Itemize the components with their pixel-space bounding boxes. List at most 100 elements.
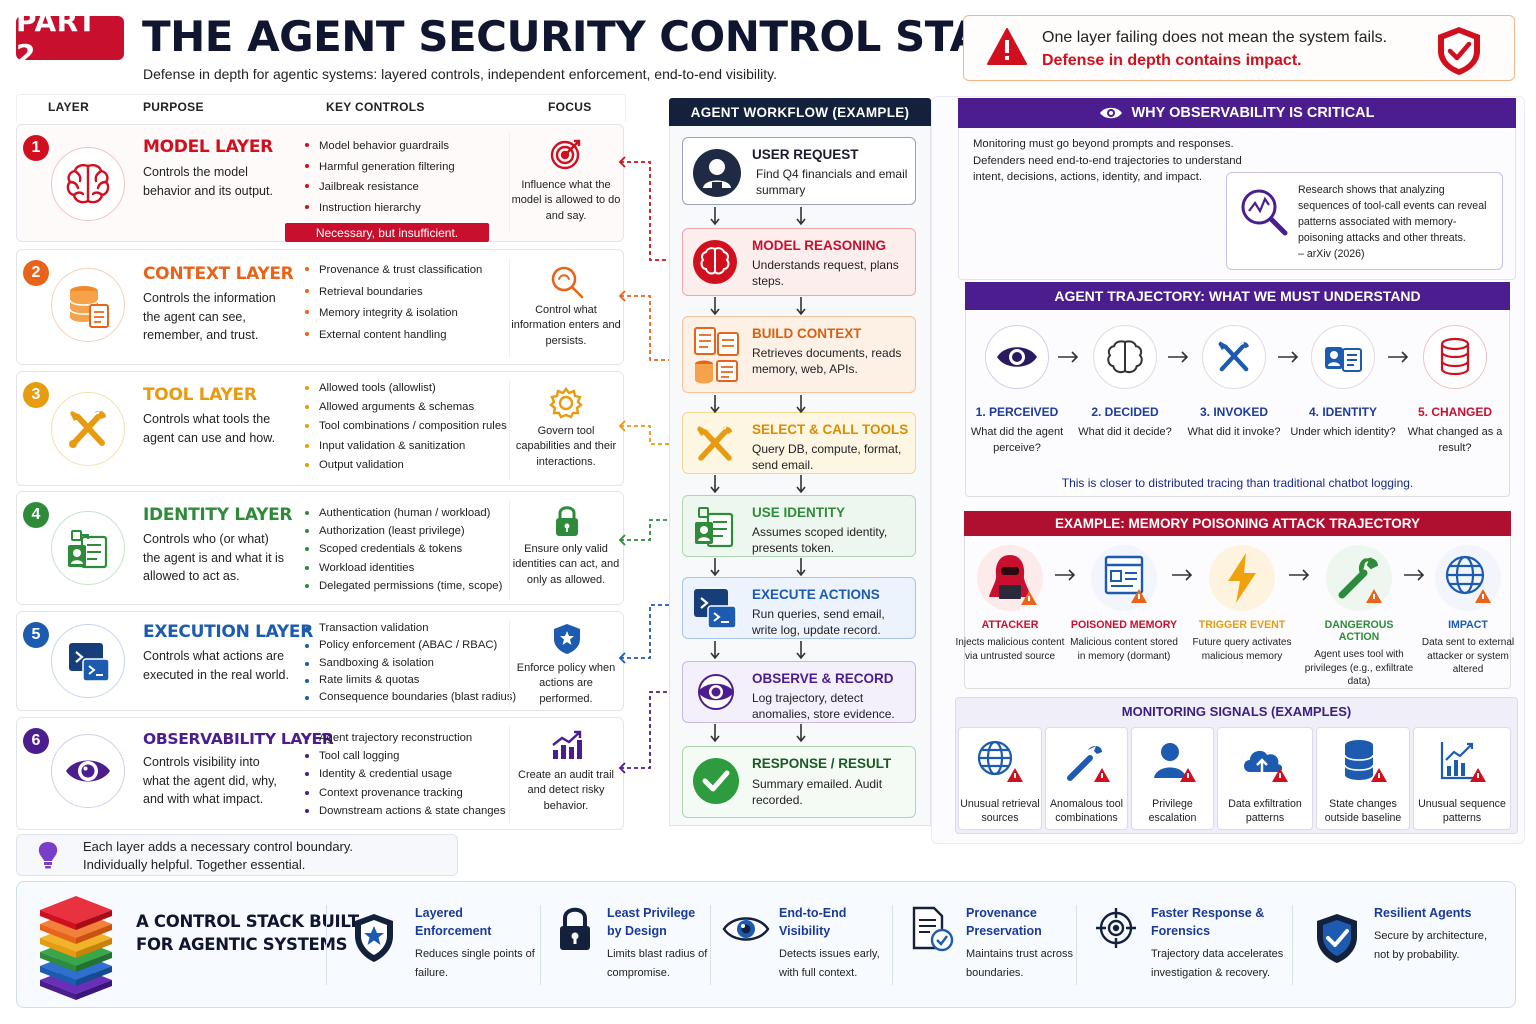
brain-icon: [692, 239, 738, 285]
research-text: Research shows that analyzing sequences …: [1298, 184, 1487, 244]
attack-step-desc: Malicious content stored in memory (dorm…: [1070, 637, 1178, 662]
layer-row-identity: 4 IDENTITY LAYER Controls who (or what) …: [16, 491, 624, 605]
insufficient-badge: Necessary, but insufficient.: [285, 223, 489, 242]
document-check-icon: [910, 906, 954, 952]
attack-step: ATTACKER Injects malicious content via u…: [955, 545, 1065, 663]
monitoring-title: MONITORING SIGNALS (EXAMPLES): [1121, 704, 1352, 719]
control-item: Transaction validation: [303, 622, 516, 635]
trajectory-step-label: 1. PERCEIVED: [975, 405, 1059, 419]
shield-star-icon: [352, 912, 396, 964]
down-arrow: [796, 395, 806, 414]
signal-label: Privilege escalation: [1148, 798, 1197, 824]
magnifier-chart-icon: [1239, 187, 1289, 237]
control-item: Authorization (least privilege): [303, 524, 502, 538]
layer-purpose: Controls the model behavior and its outp…: [143, 165, 273, 198]
lock-icon: [554, 504, 580, 538]
control-item: Delegated permissions (time, scope): [303, 579, 502, 593]
layer-purpose: Controls visibility into what the agent …: [143, 755, 277, 806]
control-item: Memory integrity & isolation: [303, 305, 482, 323]
layer-row-context: 2 CONTEXT LAYER Controls the information…: [16, 249, 624, 365]
layer-controls-list: Provenance & trust classification Retrie…: [303, 262, 482, 348]
control-item: Provenance & trust classification: [303, 262, 482, 280]
layer-row-tool: 3 TOOL LAYER Controls what tools the age…: [16, 371, 624, 486]
summary-band: [16, 881, 1516, 1008]
trajectory-step-question: What did it decide?: [1078, 426, 1172, 438]
layer-number: 1: [23, 135, 49, 161]
benefit-desc: Reduces single points of failure.: [415, 948, 535, 979]
control-item: Scoped credentials & tokens: [303, 542, 502, 556]
step-title: RESPONSE / RESULT: [752, 756, 892, 771]
step-title: SELECT & CALL TOOLS: [752, 422, 909, 437]
trajectory-step: 4. IDENTITY Under which identity?: [1288, 325, 1398, 440]
control-item: Input validation & sanitization: [303, 439, 507, 454]
down-arrow: [710, 724, 720, 743]
summary-title: A CONTROL STACK BUILT FOR AGENTIC SYSTEM…: [136, 910, 359, 956]
control-item: Output validation: [303, 458, 507, 473]
workflow-step-user-request: USER REQUEST Find Q4 financials and emai…: [682, 137, 916, 205]
control-item: Policy enforcement (ABAC / RBAC): [303, 639, 516, 652]
signal-card: Unusual retrieval sources: [958, 727, 1042, 830]
signal-label: Unusual retrieval sources: [960, 798, 1040, 824]
signal-card: State changes outside baseline: [1316, 727, 1410, 830]
workflow-step-select-call-tools: SELECT & CALL TOOLS Query DB, compute, f…: [682, 412, 916, 474]
layer-name: EXECUTION LAYER: [143, 622, 314, 642]
control-item: Identity & credential usage: [303, 767, 506, 781]
benefit-desc: Secure by architecture, not by probabili…: [1374, 930, 1488, 961]
database-icon: [1423, 325, 1487, 389]
callout-line-2: Defense in depth contains impact.: [1042, 52, 1302, 69]
control-item: Agent trajectory reconstruction: [303, 731, 506, 745]
trajectory-step: 5. CHANGED What changed as a result?: [1400, 325, 1510, 456]
trajectory-title: AGENT TRAJECTORY: WHAT WE MUST UNDERSTAN…: [965, 282, 1510, 310]
signal-card: Privilege escalation: [1131, 727, 1214, 830]
attack-step-label: IMPACT: [1448, 619, 1488, 631]
brain-icon: [51, 147, 125, 221]
layer-controls-list: Allowed tools (allowlist) Allowed argume…: [303, 381, 507, 477]
shield-star-icon: [552, 622, 582, 656]
tip-line-1: Each layer adds a necessary control boun…: [83, 839, 354, 854]
down-arrow: [710, 558, 720, 577]
documents-icon: [692, 325, 740, 385]
control-item: Sandboxing & isolation: [303, 657, 516, 670]
workflow-step-model-reasoning: MODEL REASONING Understands request, pla…: [682, 228, 916, 296]
database-icon: [51, 268, 125, 342]
layer-purpose: Controls what actions are executed in th…: [143, 649, 289, 682]
step-desc: Run queries, send email, write log, upda…: [752, 607, 885, 637]
down-arrow: [796, 207, 806, 226]
tools-icon: [692, 422, 738, 466]
signal-card: Data exfiltration patterns: [1217, 727, 1313, 830]
layer-controls-list: Model behavior guardrails Harmful genera…: [303, 138, 455, 220]
step-desc: Log trajectory, detect anomalies, store …: [752, 691, 895, 721]
control-item: Workload identities: [303, 561, 502, 575]
signal-card: Anomalous tool combinations: [1045, 727, 1128, 830]
attack-arrows: [1055, 569, 1425, 581]
down-arrow: [796, 724, 806, 743]
layer-focus: Control what information enters and pers…: [511, 304, 621, 347]
memory-window-icon: [1091, 545, 1157, 611]
down-arrow: [796, 297, 806, 316]
layer-controls-list: Authentication (human / workload) Author…: [303, 506, 502, 597]
tools-icon: [51, 392, 125, 466]
trajectory-step: 2. DECIDED What did it decide?: [1070, 325, 1180, 440]
benefit-heading: Provenance Preservation: [966, 906, 1042, 938]
layer-focus: Create an audit trail and detect risky b…: [518, 769, 614, 812]
cloud-upload-warning-icon: [1240, 738, 1292, 786]
attack-step-label: ATTACKER: [981, 619, 1039, 631]
benefit-heading: End-to-End Visibility: [779, 906, 847, 938]
step-title: USER REQUEST: [752, 147, 859, 162]
step-desc: Assumes scoped identity, presents token.: [752, 525, 888, 555]
benefit-heading: Least Privilege by Design: [607, 906, 696, 938]
benefit-item: Layered Enforcement Reduces single point…: [352, 904, 539, 983]
benefit-item: Resilient Agents Secure by architecture,…: [1314, 904, 1504, 965]
control-item: Allowed arguments & schemas: [303, 400, 507, 415]
observability-title-bar: WHY OBSERVABILITY IS CRITICAL: [958, 98, 1516, 128]
layer-row-model: 1 MODEL LAYER Controls the model behavio…: [16, 124, 624, 242]
layer-purpose: Controls the information the agent can s…: [143, 291, 276, 342]
lock-icon: [558, 906, 592, 952]
shield-check-icon: [1314, 912, 1360, 966]
control-item: Authentication (human / workload): [303, 506, 502, 520]
signal-card: Unusual sequence patterns: [1413, 727, 1511, 830]
trajectory-step: 3. INVOKED What did it invoke?: [1179, 325, 1289, 440]
workflow-step-execute-actions: EXECUTE ACTIONS Run queries, send email,…: [682, 577, 916, 639]
workflow-title: AGENT WORKFLOW (EXAMPLE): [669, 98, 931, 126]
layer-name: CONTEXT LAYER: [143, 264, 294, 284]
